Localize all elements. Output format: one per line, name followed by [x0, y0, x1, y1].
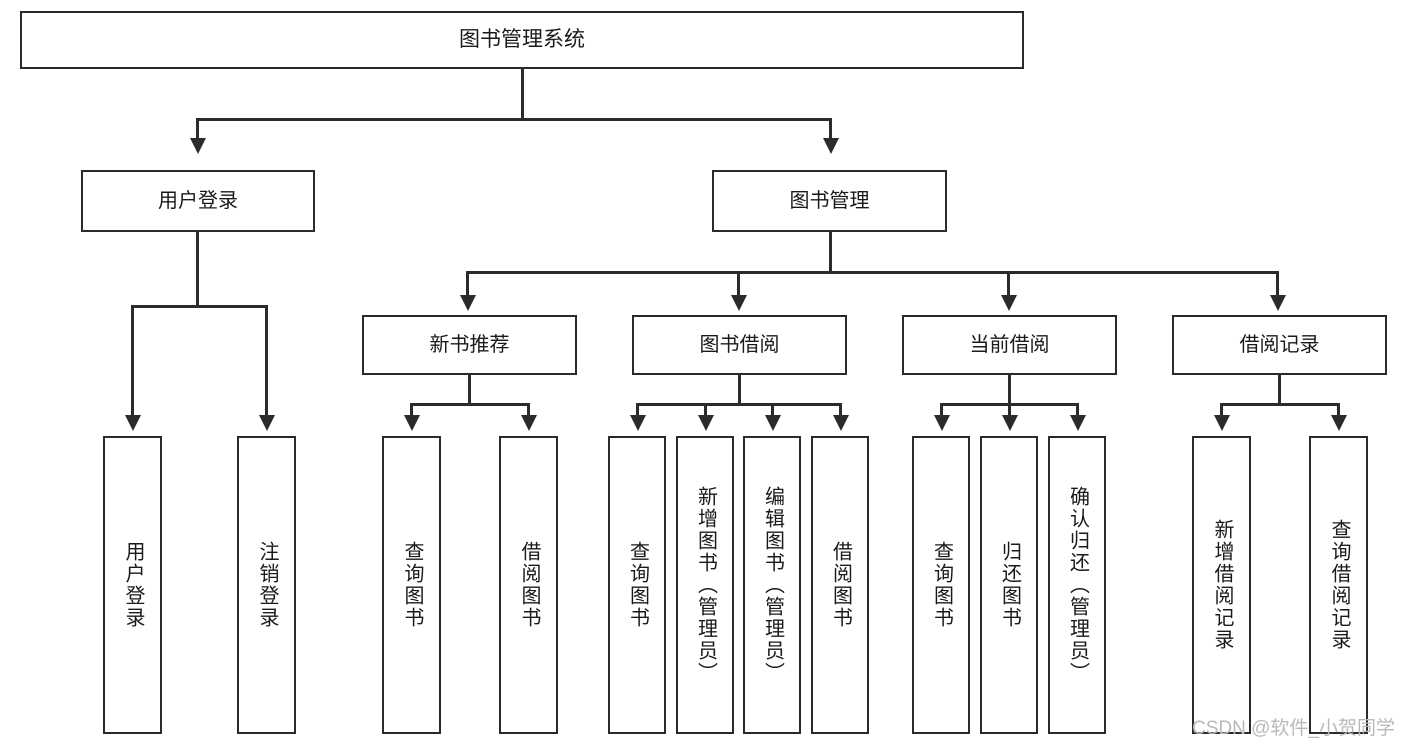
- arrowhead-to-leaf-query-book-2: [630, 415, 646, 431]
- node-label: 当前借阅: [969, 333, 1050, 356]
- connector-nbr-bus: [410, 403, 530, 406]
- leaf-borrow-book-borrow[interactable]: 借阅图书: [811, 436, 869, 734]
- arrowhead-to-leaf-borrow-book-2: [833, 415, 849, 431]
- leaf-query-borrow-record[interactable]: 查询借阅记录: [1309, 436, 1368, 734]
- leaf-return-book[interactable]: 归还图书: [980, 436, 1038, 734]
- connector-user-login-stem: [196, 232, 199, 307]
- arrowhead-to-borrow-record: [1270, 295, 1286, 311]
- arrowhead-to-user-login: [190, 138, 206, 154]
- node-user-login[interactable]: 用户登录: [81, 170, 315, 232]
- leaf-borrow-book-recommend[interactable]: 借阅图书: [499, 436, 558, 734]
- node-borrow-record[interactable]: 借阅记录: [1172, 315, 1387, 375]
- arrowhead-to-leaf-query-book-1: [404, 415, 420, 431]
- node-label: 查询借阅记录: [1328, 519, 1350, 651]
- arrowhead-to-leaf-confirm-return: [1070, 415, 1086, 431]
- node-root-book-management-system[interactable]: 图书管理系统: [20, 11, 1024, 69]
- leaf-query-book-recommend[interactable]: 查询图书: [382, 436, 441, 734]
- connector-user-login-drop-1: [131, 305, 134, 417]
- arrowhead-to-book-management: [823, 138, 839, 154]
- connector-br-bus: [1220, 403, 1340, 406]
- node-label: 注销登录: [256, 541, 278, 629]
- arrowhead-to-leaf-return-book: [1002, 415, 1018, 431]
- connector-nbr-drop-1: [410, 403, 413, 417]
- node-label: 用户登录: [122, 541, 144, 629]
- connector-root-drop-left: [196, 118, 199, 140]
- connector-bb-drop-3: [771, 403, 774, 417]
- connector-br-stem: [1278, 375, 1281, 405]
- node-label: 借阅图书: [518, 541, 540, 629]
- node-label: 新增图书（管理员）: [694, 486, 717, 684]
- node-label: 查询图书: [930, 541, 953, 629]
- connector-book-management-stem: [829, 232, 832, 273]
- connector-user-login-drop-2: [265, 305, 268, 417]
- connector-bb-drop-2: [704, 403, 707, 417]
- leaf-logout[interactable]: 注销登录: [237, 436, 296, 734]
- node-current-borrow[interactable]: 当前借阅: [902, 315, 1117, 375]
- connector-bm-drop-3: [1007, 271, 1010, 297]
- node-label: 查询图书: [401, 541, 423, 629]
- arrowhead-to-leaf-edit-book: [765, 415, 781, 431]
- arrowhead-to-leaf-user-login: [125, 415, 141, 431]
- connector-cb-stem: [1008, 375, 1011, 405]
- connector-root-drop-right: [829, 118, 832, 140]
- arrowhead-to-leaf-add-book: [698, 415, 714, 431]
- connector-bm-drop-2: [737, 271, 740, 297]
- connector-nbr-stem: [468, 375, 471, 405]
- node-label: 查询图书: [626, 541, 649, 629]
- arrowhead-to-leaf-logout: [259, 415, 275, 431]
- arrowhead-to-leaf-borrow-book-1: [521, 415, 537, 431]
- node-label: 编辑图书（管理员）: [761, 486, 784, 684]
- connector-user-login-bus: [131, 305, 268, 308]
- connector-bb-drop-4: [839, 403, 842, 417]
- node-label: 借阅图书: [829, 541, 852, 629]
- node-label: 归还图书: [998, 541, 1021, 629]
- connector-root-stem: [521, 69, 524, 119]
- connector-br-drop-2: [1337, 403, 1340, 417]
- leaf-add-book-admin[interactable]: 新增图书（管理员）: [676, 436, 734, 734]
- connector-bb-stem: [738, 375, 741, 405]
- arrowhead-to-leaf-query-record: [1331, 415, 1347, 431]
- node-label: 图书管理: [789, 189, 870, 212]
- connector-root-bus: [196, 118, 832, 121]
- node-book-management[interactable]: 图书管理: [712, 170, 947, 232]
- arrowhead-to-leaf-query-book-3: [934, 415, 950, 431]
- connector-bm-drop-1: [466, 271, 469, 297]
- arrowhead-to-leaf-add-record: [1214, 415, 1230, 431]
- connector-cb-drop-1: [940, 403, 943, 417]
- leaf-query-book-current[interactable]: 查询图书: [912, 436, 970, 734]
- node-label: 用户登录: [158, 189, 238, 212]
- node-label: 图书借阅: [699, 333, 780, 356]
- node-label: 图书管理系统: [459, 27, 585, 51]
- connector-br-drop-1: [1220, 403, 1223, 417]
- node-label: 借阅记录: [1239, 333, 1320, 356]
- connector-cb-drop-2: [1008, 403, 1011, 417]
- leaf-edit-book-admin[interactable]: 编辑图书（管理员）: [743, 436, 801, 734]
- connector-book-management-bus: [466, 271, 1279, 274]
- node-label: 确认归还（管理员）: [1066, 486, 1089, 684]
- leaf-confirm-return-admin[interactable]: 确认归还（管理员）: [1048, 436, 1106, 734]
- connector-bb-bus: [636, 403, 842, 406]
- arrowhead-to-book-borrow: [731, 295, 747, 311]
- leaf-user-login[interactable]: 用户登录: [103, 436, 162, 734]
- arrowhead-to-new-book-recommend: [460, 295, 476, 311]
- node-book-borrow[interactable]: 图书借阅: [632, 315, 847, 375]
- connector-bm-drop-4: [1276, 271, 1279, 297]
- node-label: 新增借阅记录: [1211, 519, 1233, 651]
- leaf-query-book-borrow[interactable]: 查询图书: [608, 436, 666, 734]
- leaf-add-borrow-record[interactable]: 新增借阅记录: [1192, 436, 1251, 734]
- connector-cb-drop-3: [1076, 403, 1079, 417]
- connector-bb-drop-1: [636, 403, 639, 417]
- node-label: 新书推荐: [429, 333, 510, 356]
- arrowhead-to-current-borrow: [1001, 295, 1017, 311]
- node-new-book-recommend[interactable]: 新书推荐: [362, 315, 577, 375]
- connector-nbr-drop-2: [527, 403, 530, 417]
